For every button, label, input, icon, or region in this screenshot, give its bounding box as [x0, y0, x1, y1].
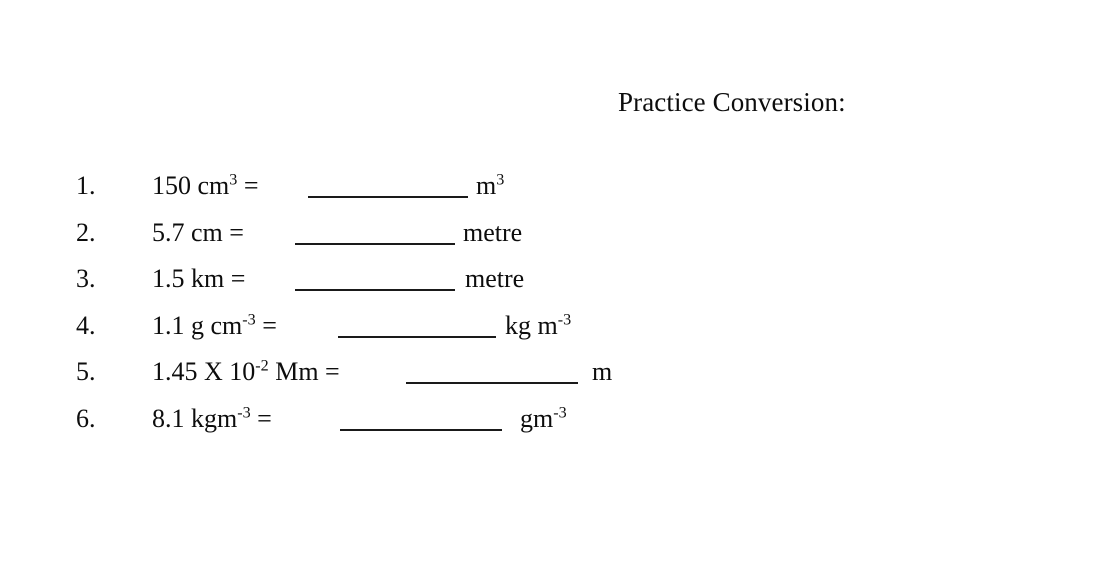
- answer-blank[interactable]: [295, 267, 455, 291]
- problem-expression: 150 cm3 = m3: [152, 163, 504, 210]
- lhs-text: 8.1 kgm: [152, 403, 238, 433]
- problem-number: 1.: [76, 171, 96, 200]
- problem-row: 3. 1.5 km = metre: [76, 256, 976, 303]
- rhs-exponent: -3: [553, 403, 567, 421]
- lhs-text: 5.7 cm: [152, 217, 223, 247]
- rhs-text: metre: [465, 264, 525, 293]
- equals-sign: =: [230, 264, 246, 293]
- lhs-text: 1.45 X 10: [152, 357, 256, 386]
- problem-number: 5.: [76, 357, 96, 386]
- problem-rhs: m3: [476, 163, 504, 210]
- problem-expression: 8.1 kgm-3 = gm-3: [152, 396, 567, 443]
- answer-blank[interactable]: [340, 406, 502, 431]
- answer-blank[interactable]: [295, 220, 455, 245]
- lhs-exponent: -3: [237, 403, 251, 421]
- lhs-text: 1.5 km: [152, 264, 225, 293]
- equals-sign: =: [243, 171, 259, 200]
- problem-lhs: 5.7 cm =: [152, 210, 287, 257]
- equals-sign: =: [262, 310, 277, 340]
- problem-row: 4. 1.1 g cm-3 = kg m-3: [76, 303, 976, 350]
- problem-lhs: 8.1 kgm-3 =: [152, 396, 332, 443]
- lhs-text: 1.1 g cm: [152, 310, 243, 340]
- equals-sign: =: [325, 357, 340, 386]
- rhs-text: metre: [463, 217, 523, 247]
- problem-row: 2. 5.7 cm = metre: [76, 210, 976, 257]
- problem-lhs: 150 cm3 =: [152, 163, 300, 210]
- lhs-exponent: -3: [242, 310, 256, 328]
- problem-rhs: metre: [463, 210, 522, 257]
- problem-rhs: kg m-3: [505, 303, 571, 350]
- problem-number: 3.: [76, 264, 96, 293]
- problem-expression: 1.1 g cm-3 = kg m-3: [152, 303, 571, 350]
- rhs-text: m: [592, 357, 613, 386]
- problem-rhs: m: [592, 349, 612, 396]
- lhs-unit: Mm: [268, 357, 319, 386]
- answer-blank[interactable]: [338, 313, 496, 338]
- equals-sign: =: [257, 403, 272, 433]
- rhs-text: gm: [520, 403, 554, 433]
- problem-number: 4.: [76, 310, 96, 340]
- problem-lhs: 1.5 km =: [152, 256, 287, 303]
- problem-row: 1. 150 cm3 = m3: [76, 163, 976, 210]
- practice-problem-list: 1. 150 cm3 = m3 2. 5.7 cm = metre 3. 1.5…: [76, 163, 976, 442]
- problem-expression: 1.5 km = metre: [152, 256, 524, 303]
- rhs-exponent: -3: [557, 310, 572, 328]
- page-title: Practice Conversion:: [618, 87, 846, 117]
- lhs-exponent: -2: [255, 357, 269, 375]
- problem-lhs: 1.1 g cm-3 =: [152, 303, 332, 350]
- answer-blank[interactable]: [308, 174, 468, 198]
- rhs-text: kg m: [505, 310, 558, 340]
- problem-rhs: metre: [465, 256, 524, 303]
- lhs-text: 150 cm: [152, 171, 230, 200]
- equals-sign: =: [229, 217, 244, 247]
- rhs-exponent: 3: [496, 171, 505, 189]
- lhs-exponent: 3: [229, 171, 238, 189]
- problem-expression: 5.7 cm = metre: [152, 210, 522, 257]
- problem-number: 2.: [76, 217, 96, 247]
- problem-row: 5. 1.45 X 10-2 Mm = m: [76, 349, 976, 396]
- answer-blank[interactable]: [406, 360, 578, 384]
- problem-number: 6.: [76, 403, 96, 433]
- problem-rhs: gm-3: [520, 396, 567, 443]
- problem-row: 6. 8.1 kgm-3 = gm-3: [76, 396, 976, 443]
- problem-expression: 1.45 X 10-2 Mm = m: [152, 349, 612, 396]
- rhs-text: m: [476, 171, 497, 200]
- problem-lhs: 1.45 X 10-2 Mm =: [152, 349, 402, 396]
